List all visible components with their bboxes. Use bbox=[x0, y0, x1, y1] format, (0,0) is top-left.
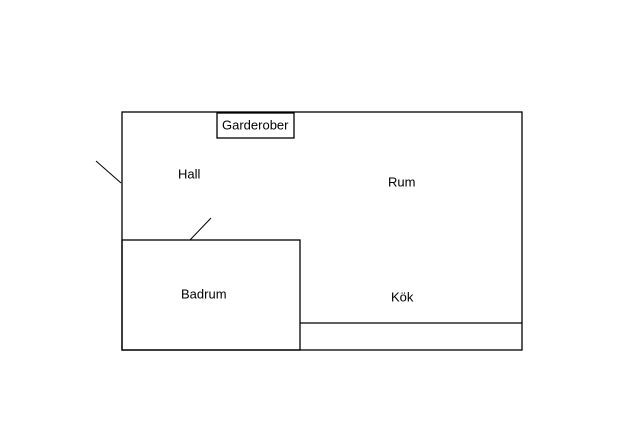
garderober-box bbox=[216, 112, 295, 139]
entrance-door bbox=[95, 160, 122, 184]
badrum-label: Badrum bbox=[181, 286, 227, 301]
rum-label: Rum bbox=[388, 174, 415, 189]
outer-wall bbox=[121, 111, 523, 351]
badrum-door bbox=[189, 217, 212, 241]
hall-label: Hall bbox=[178, 166, 201, 181]
garderober-label: Garderober bbox=[222, 117, 289, 132]
kok-label: Kök bbox=[391, 289, 414, 304]
badrum-wall bbox=[121, 239, 301, 351]
